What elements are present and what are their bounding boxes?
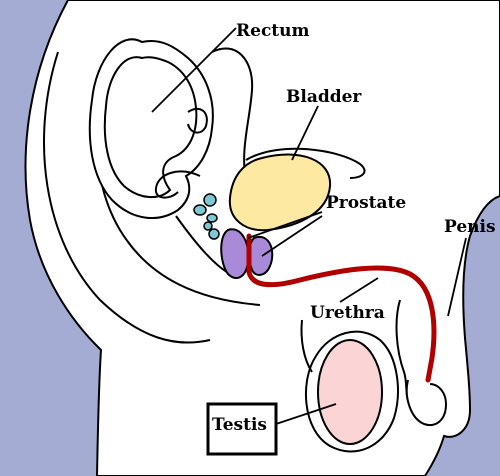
urethra-path	[246, 233, 437, 383]
prostate-leader-line-a	[247, 211, 323, 239]
bladder-leader-line	[291, 105, 319, 161]
groin-crease	[300, 319, 313, 373]
label-urethra: Urethra	[310, 303, 385, 323]
testis-label-box	[206, 402, 278, 456]
rectum-fold	[187, 107, 208, 134]
label-rectum: Rectum	[236, 21, 310, 41]
seminal-vesicle	[203, 221, 213, 231]
label-bladder: Bladder	[286, 87, 362, 107]
sacrum-curve	[154, 170, 201, 199]
testis-shape	[317, 339, 383, 445]
penis-leader-line	[447, 237, 467, 317]
seminal-vesicle	[206, 213, 218, 223]
prostate-left-lobe	[220, 228, 250, 279]
rectum-leader-line	[151, 27, 237, 113]
seminal-vesicle	[203, 193, 217, 207]
urethra-leader-line	[339, 277, 379, 303]
abdominal-wall-line	[211, 47, 254, 181]
label-penis: Penis	[444, 217, 496, 237]
seminal-vesicle	[193, 204, 207, 216]
prostate-leader-line-b	[261, 215, 323, 257]
body-contour-line	[43, 51, 211, 344]
glans-outline	[405, 379, 448, 426]
seminal-vesicle	[208, 228, 220, 240]
seminal-vesicles	[193, 193, 220, 240]
label-prostate: Prostate	[326, 193, 406, 213]
prostate-right-lobe	[248, 235, 274, 276]
testis-leader-line	[275, 403, 337, 425]
label-testis: Testis	[212, 415, 267, 435]
pubic-curve	[245, 147, 366, 179]
